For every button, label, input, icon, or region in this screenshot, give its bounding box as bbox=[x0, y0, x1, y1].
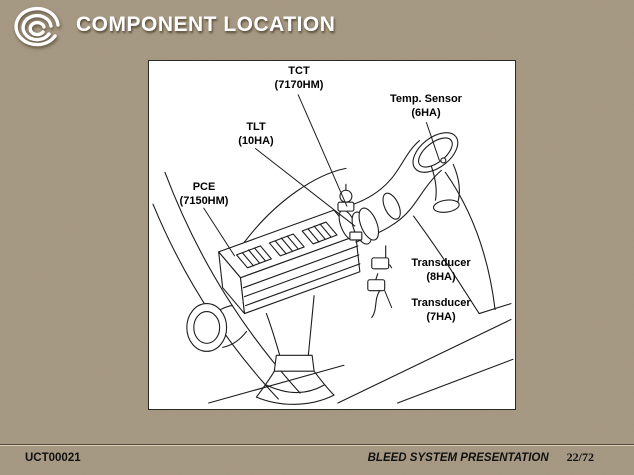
tlt-part bbox=[349, 231, 363, 241]
leader-transducer-7ha bbox=[384, 290, 393, 309]
label-transducer-7ha-id: (7HA) bbox=[426, 310, 456, 323]
label-transducer-8ha-id: (8HA) bbox=[426, 270, 456, 283]
label-temp-sensor: Temp. Sensor (6HA) bbox=[371, 93, 481, 121]
tct-valve bbox=[337, 183, 355, 212]
label-temp-sensor-id: (6HA) bbox=[411, 106, 441, 119]
page-title: COMPONENT LOCATION bbox=[76, 13, 336, 36]
leader-tct bbox=[297, 94, 348, 207]
label-transducer-8ha: Transducer (8HA) bbox=[395, 257, 487, 285]
inlet-cap bbox=[186, 303, 248, 352]
label-tlt-name: TLT bbox=[246, 121, 266, 133]
footer-page-number: 22/72 bbox=[566, 450, 594, 464]
leader-pce bbox=[203, 207, 236, 257]
label-transducer-7ha: Transducer (7HA) bbox=[395, 297, 487, 325]
leader-transducer-8ha bbox=[389, 264, 393, 269]
footer-doc-id: UCT00021 bbox=[25, 452, 81, 464]
label-transducer-7ha-name: Transducer bbox=[411, 297, 471, 309]
label-pce-name: PCE bbox=[192, 181, 216, 193]
footer-presentation-title: BLEED SYSTEM PRESENTATION bbox=[367, 452, 549, 464]
label-tlt-id: (10HA) bbox=[238, 134, 274, 147]
label-tlt: TLT (10HA) bbox=[211, 121, 301, 149]
footer-divider bbox=[0, 444, 634, 446]
label-tct-name: TCT bbox=[288, 65, 310, 77]
transducer-7ha-part bbox=[367, 273, 386, 319]
precooler-pce bbox=[218, 209, 361, 315]
label-pce: PCE (7150HM) bbox=[157, 181, 251, 209]
label-tct: TCT (7170HM) bbox=[252, 65, 346, 93]
label-pce-id: (7150HM) bbox=[179, 194, 229, 207]
transducer-8ha-part bbox=[371, 245, 390, 270]
leader-tlt bbox=[254, 148, 356, 227]
label-transducer-8ha-name: Transducer bbox=[411, 257, 471, 269]
diagram-panel: TCT (7170HM) Temp. Sensor (6HA) TLT (10H… bbox=[148, 60, 516, 410]
label-tct-id: (7170HM) bbox=[274, 78, 324, 91]
label-temp-sensor-name: Temp. Sensor bbox=[390, 93, 462, 105]
footer-right-group: BLEED SYSTEM PRESENTATION 22/72 bbox=[368, 450, 594, 465]
swirl-logo-icon bbox=[10, 5, 64, 51]
footer: UCT00021 BLEED SYSTEM PRESENTATION 22/72 bbox=[0, 450, 634, 465]
swirl-logo-arcs bbox=[14, 6, 60, 47]
